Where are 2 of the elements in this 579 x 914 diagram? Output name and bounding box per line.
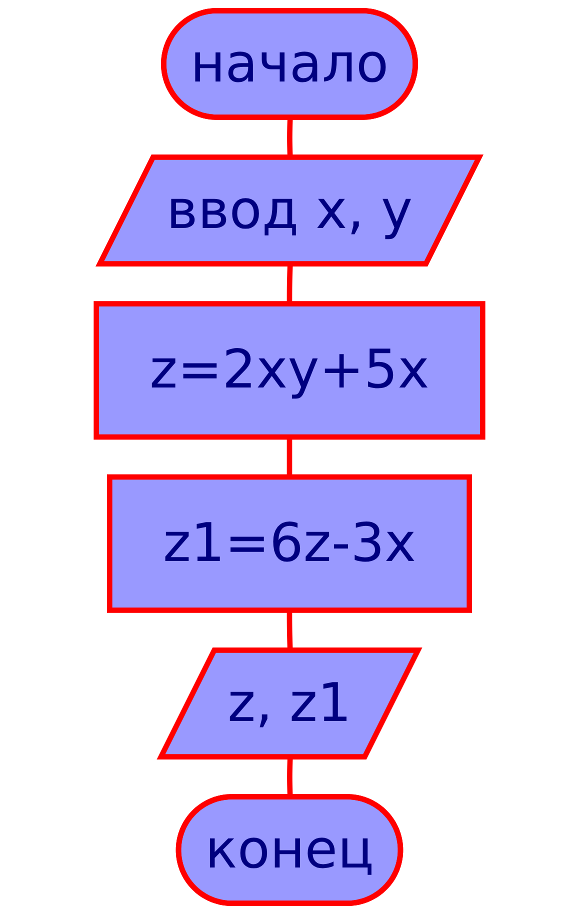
node-box: z1=6z-3x xyxy=(107,474,472,613)
node-box: z=2xy+5x xyxy=(94,301,486,440)
